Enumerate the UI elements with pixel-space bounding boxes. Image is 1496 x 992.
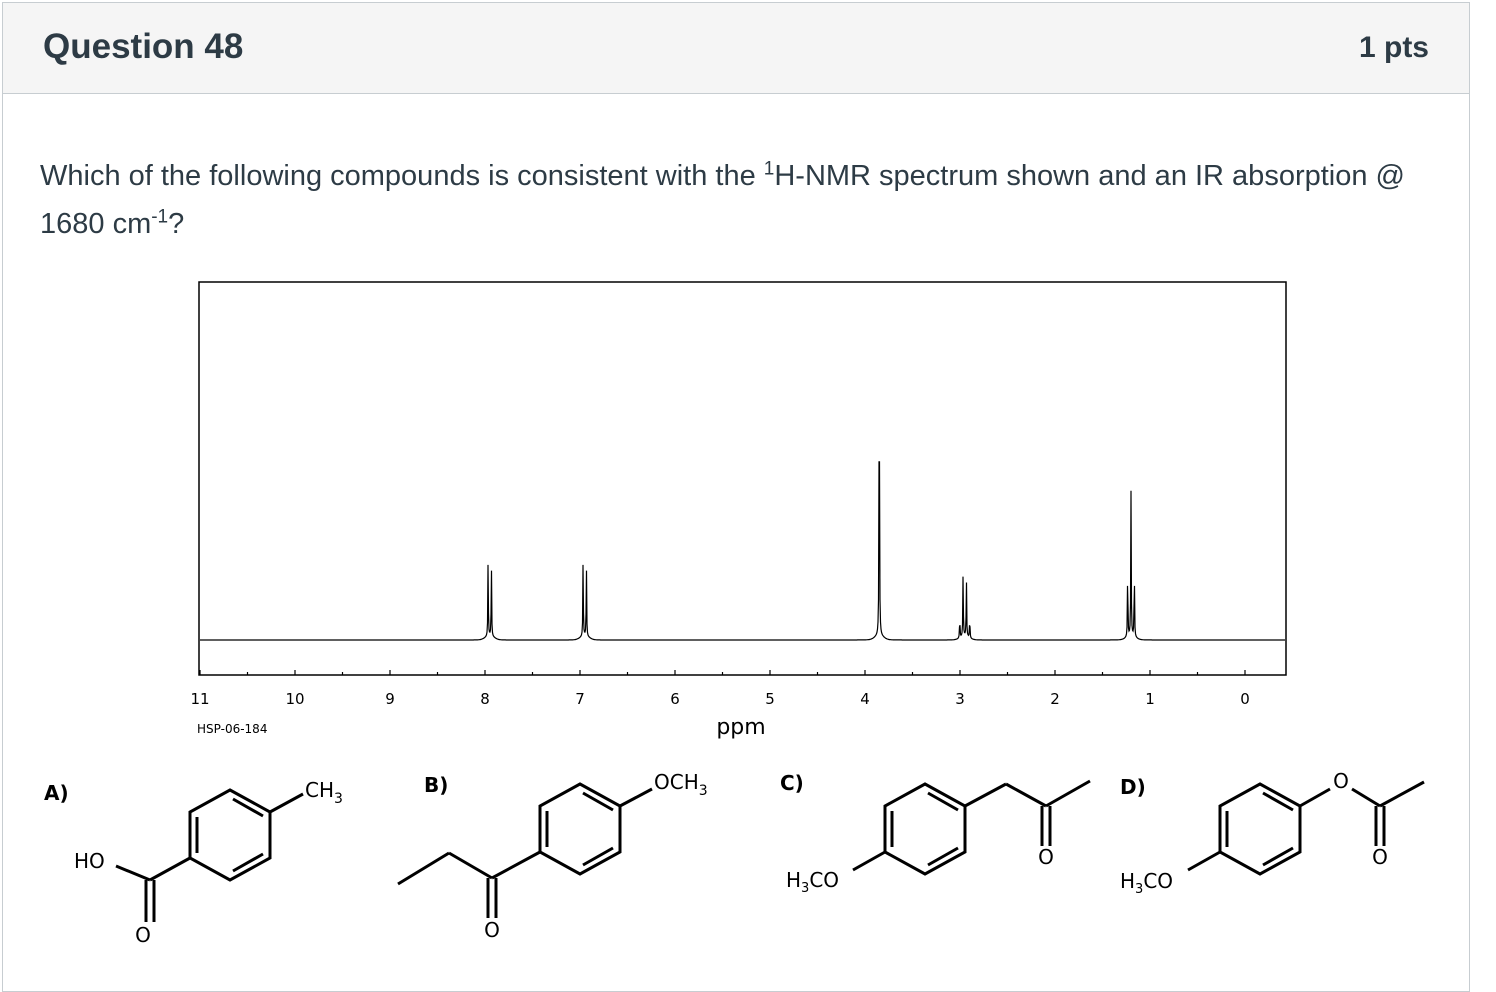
option-c-label: C) [780, 771, 804, 795]
spectrum-tick-label: 0 [1240, 690, 1250, 708]
option-b[interactable]: B) OCH3 O [397, 770, 708, 942]
question-text-sup2: -1 [151, 206, 169, 228]
spectrum-tick-label: 11 [190, 690, 209, 708]
spectrum-tick-label: 10 [285, 690, 304, 708]
spectrum-trace [200, 461, 1285, 641]
spectrum-ticks [199, 670, 1246, 675]
option-a[interactable]: A) HO CH3 O [44, 778, 343, 947]
option-b-structure [397, 782, 653, 918]
option-b-och3: OCH3 [654, 770, 708, 799]
option-d-o: O [1372, 845, 1388, 869]
option-a-ho: HO [74, 849, 105, 873]
spectrum-tick-label: 4 [860, 690, 870, 708]
option-a-ch3: CH3 [305, 778, 343, 807]
question-text-part3: ? [168, 208, 185, 240]
option-b-o: O [484, 918, 500, 942]
option-b-label: B) [424, 773, 448, 797]
spectrum-frame [198, 281, 1287, 676]
option-c-h3co: H3CO [786, 868, 839, 896]
spectrum-tick-label: 9 [385, 690, 395, 708]
spectrum-tick-label: 3 [955, 690, 965, 708]
question-text: Which of the following compounds is cons… [40, 152, 1430, 248]
question-text-part1: Which of the following compounds is cons… [40, 160, 764, 192]
question-header: Question 48 1 pts [3, 3, 1469, 94]
option-d-o-ester: O [1333, 769, 1349, 793]
option-c[interactable]: C) H3CO O [780, 771, 1091, 896]
option-d-label: D) [1120, 775, 1146, 799]
option-d[interactable]: D) O H3CO O [1120, 769, 1425, 897]
question-points: 1 pts [1358, 31, 1429, 64]
question-card: Question 48 1 pts [2, 2, 1470, 992]
spectrum-tick-label: 8 [480, 690, 490, 708]
option-d-structure [1187, 780, 1425, 876]
option-a-structure [115, 788, 304, 922]
question-text-part2: H-NMR spectrum shown and an IR absorptio… [40, 160, 1405, 240]
spectrum-tick-label: 5 [765, 690, 775, 708]
spectrum-tick-label: 6 [670, 690, 680, 708]
spectrum-tick-label: 7 [575, 690, 585, 708]
spectrum-sample-id: HSP-06-184 [197, 722, 267, 736]
spectrum-tick-label: 2 [1050, 690, 1060, 708]
spectrum-tick-label: 1 [1145, 690, 1155, 708]
question-text-sup1: 1 [763, 158, 775, 180]
option-c-structure [852, 779, 1091, 876]
spectrum-xlabel: ppm [716, 715, 765, 740]
option-d-h3co: H3CO [1120, 869, 1173, 897]
option-c-o: O [1038, 845, 1054, 869]
option-a-label: A) [44, 781, 69, 805]
option-a-o: O [135, 923, 151, 947]
question-title: Question 48 [43, 27, 244, 66]
